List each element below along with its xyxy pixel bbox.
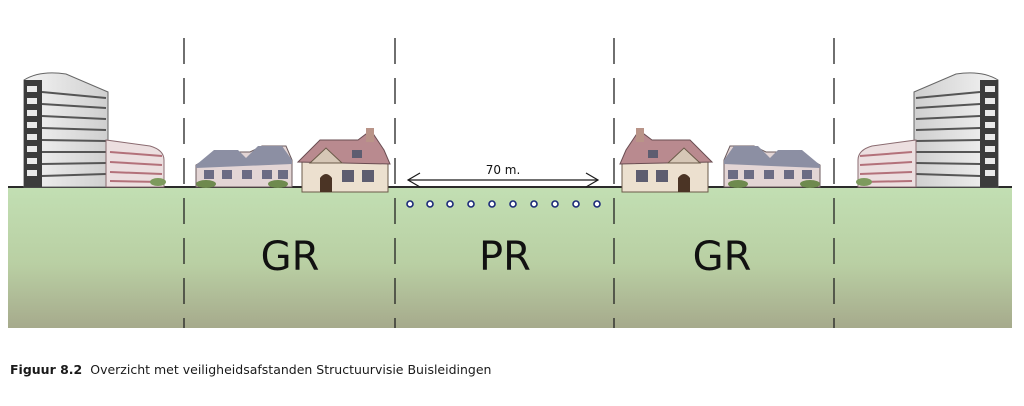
distance-arrow <box>406 172 600 188</box>
detached-house-icon <box>619 128 714 193</box>
pipeline-marker <box>509 200 517 208</box>
row-houses-icon <box>723 145 821 188</box>
ground-area <box>8 187 1012 328</box>
figure-caption-text: Overzicht met veiligheidsafstanden Struc… <box>90 362 492 377</box>
zone-label-gr-left: GR <box>261 234 320 280</box>
apartment-tower-icon <box>913 72 999 188</box>
pipeline-marker <box>530 200 538 208</box>
zone-label-gr-right: GR <box>693 234 752 280</box>
figure-number: Figuur 8.2 <box>10 362 83 377</box>
zone-label-pr: PR <box>479 234 531 280</box>
apartment-block-icon <box>856 139 917 188</box>
row-houses-icon <box>195 145 293 188</box>
apartment-tower-icon <box>23 72 109 188</box>
pipeline-markers <box>406 200 601 208</box>
pipeline-marker <box>488 200 496 208</box>
apartment-block-icon <box>105 139 166 188</box>
pipeline-marker <box>406 200 414 208</box>
safety-distance-diagram: 70 m. GR PR GR <box>8 38 1012 328</box>
pipeline-marker <box>467 200 475 208</box>
distance-label: 70 m. <box>486 163 521 177</box>
pipeline-marker <box>593 200 601 208</box>
pipeline-marker <box>446 200 454 208</box>
figure-caption: Figuur 8.2 Overzicht met veiligheidsafsta… <box>10 362 491 377</box>
pipeline-marker <box>572 200 580 208</box>
zone-dividers <box>183 38 835 328</box>
pipeline-marker <box>551 200 559 208</box>
detached-house-icon <box>296 128 391 193</box>
pipeline-marker <box>426 200 434 208</box>
